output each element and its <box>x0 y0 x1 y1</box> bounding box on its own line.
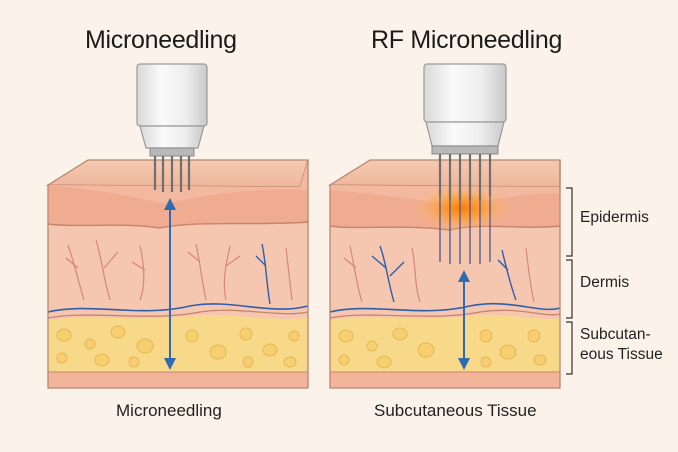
layer-brackets <box>566 187 573 375</box>
label-dermis: Dermis <box>580 274 630 291</box>
label-epidermis: Epidermis <box>580 209 649 226</box>
label-subcutaneous-tissue: Subcutan- eous Tissue <box>580 326 663 363</box>
right-vessels <box>371 245 517 303</box>
right-skin-block <box>327 159 561 389</box>
left-capillaries <box>65 239 293 301</box>
rf-microneedling-pen-icon <box>423 63 507 264</box>
dermis-bracket <box>566 259 573 319</box>
right-capillaries <box>343 245 535 303</box>
caption-microneedling: Microneedling <box>116 401 222 420</box>
right-fat-cells <box>338 327 547 369</box>
title-microneedling: Microneedling <box>85 26 237 54</box>
rf-heat-glow-icon <box>412 184 512 232</box>
caption-subcutaneous-tissue: Subcutaneous Tissue <box>374 401 537 420</box>
left-fat-cells <box>56 325 300 368</box>
left-skin-block <box>45 159 309 389</box>
title-rf-microneedling: RF Microneedling <box>371 26 563 54</box>
epidermis-bracket <box>566 187 573 257</box>
microneedling-pen-icon <box>136 63 208 192</box>
subcutaneous-bracket <box>566 321 573 375</box>
right-penetration-arrow-icon <box>458 270 470 370</box>
left-penetration-arrow-icon <box>164 198 176 370</box>
